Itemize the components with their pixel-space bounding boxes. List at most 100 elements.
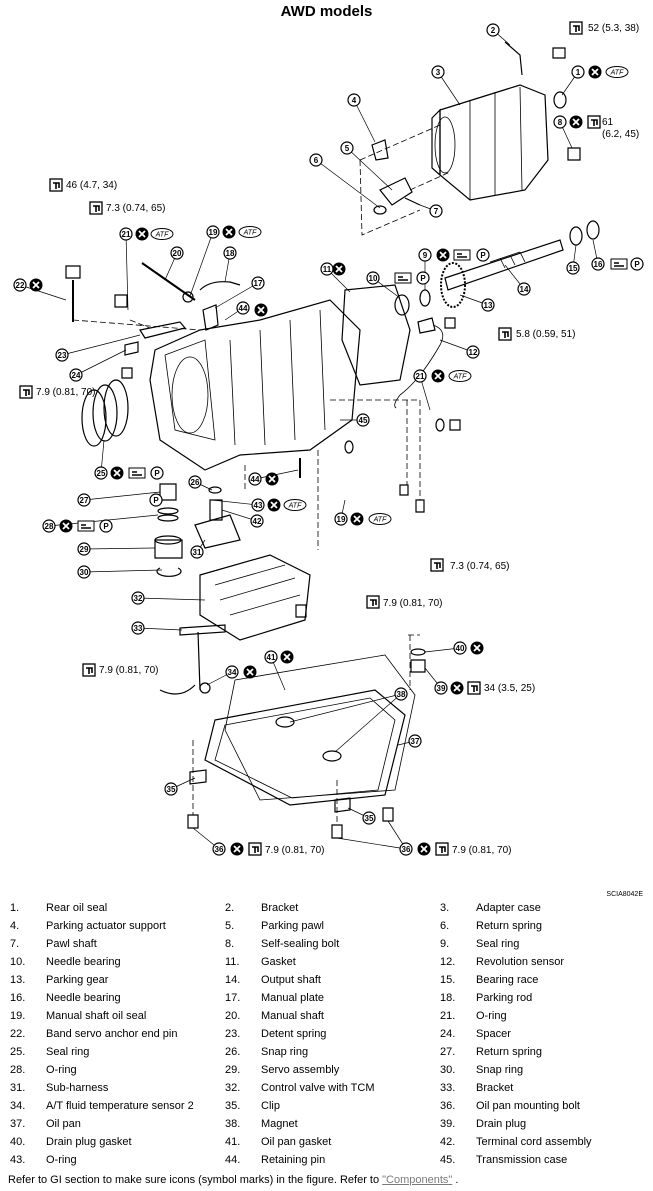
callout-number: 25 (97, 469, 106, 478)
callout-circle (188, 475, 202, 489)
components-link[interactable]: "Components" (382, 1174, 453, 1186)
leader-line (334, 693, 402, 753)
atf-icon-label: ATF (373, 517, 387, 524)
legend-item-name: Parking rod (476, 992, 533, 1004)
callout-number: 5 (345, 144, 350, 153)
torque-icon-wrench (252, 846, 259, 853)
footer-end: . (452, 1174, 459, 1186)
callout-number: 21 (416, 372, 425, 381)
legend-item-name: Drain plug (476, 1118, 527, 1130)
callout-number: 33 (134, 624, 143, 633)
callout-circle (434, 681, 448, 695)
bearing-direction-icon-mark (398, 276, 408, 281)
legend-item-number: 4. (10, 920, 20, 932)
callout-circle (429, 204, 443, 218)
legend-item-number: 13. (10, 974, 26, 986)
bolt-73-lower-b (415, 499, 425, 513)
callout-circle (251, 498, 265, 512)
legend-item-number: 22. (10, 1028, 26, 1040)
callout-circle (55, 348, 69, 362)
leader-line (75, 349, 127, 376)
drain-plug-gasket (410, 648, 426, 656)
petroleum-jelly-icon: P (476, 248, 490, 262)
replace-part-icon (588, 65, 602, 79)
callout-number: 14 (520, 285, 529, 294)
legend-item-number: 32. (225, 1082, 241, 1094)
atf-icon-oval (150, 228, 174, 240)
torque-icon (569, 21, 583, 35)
legend-item-name: Detent spring (261, 1028, 327, 1040)
leader-line (211, 499, 259, 506)
needle-bearing-16 (586, 220, 600, 240)
fluid-temperature-sensor-2 (199, 682, 211, 694)
bearing-race (569, 226, 583, 246)
callout-circle (347, 93, 361, 107)
atf-icon: ATF (368, 513, 392, 525)
atf-icon-oval (448, 370, 472, 382)
legend-item-number: 2. (225, 902, 235, 914)
legend-item-name: Needle bearing (46, 992, 121, 1004)
petroleum-jelly-icon-letter: P (634, 260, 640, 269)
legend-item-number: 18. (440, 992, 456, 1004)
bracket (504, 41, 523, 76)
callout-circle (362, 811, 376, 825)
footer-note: Refer to GI section to make sure icons (… (8, 1174, 458, 1186)
legend-item-name: Parking actuator support (46, 920, 166, 932)
callout-circle (399, 842, 413, 856)
torque-icon-wrench (502, 331, 509, 338)
callout-circle (466, 345, 480, 359)
legend-item-number: 10. (10, 956, 26, 968)
callout-circle (309, 153, 323, 167)
torque-spec-label: 7.9 (0.81, 70) (383, 598, 442, 609)
legend-item-number: 45. (440, 1154, 456, 1166)
atf-icon-label: ATF (288, 503, 302, 510)
callout-circle (170, 246, 184, 260)
callout-number: 3 (436, 68, 441, 77)
callout-number: 9 (423, 251, 428, 260)
callout-circle (453, 641, 467, 655)
assembly-guide-left (72, 319, 201, 331)
callout-number: 35 (167, 785, 176, 794)
legend-item-number: 19. (10, 1010, 26, 1022)
torque-icon (435, 842, 449, 856)
petroleum-jelly-icon-letter: P (480, 251, 486, 260)
callout-number: 12 (469, 348, 478, 357)
callout-circle (13, 278, 27, 292)
return-spring-27 (159, 483, 177, 501)
callout-number: 26 (191, 478, 200, 487)
bearing-direction-icon (128, 467, 146, 479)
torque-spec-label: 7.3 (0.74, 65) (450, 561, 509, 572)
callout-number: 24 (72, 371, 81, 380)
legend-item-name: Magnet (261, 1118, 298, 1130)
callout-circle (517, 282, 531, 296)
callout-number: 11 (323, 265, 332, 274)
callout-number: 7 (434, 207, 439, 216)
leader-line (61, 334, 141, 356)
o-ring-21-right (435, 418, 445, 432)
callout-number: 44 (239, 304, 248, 313)
atf-icon: ATF (283, 499, 307, 511)
replace-part-icon (470, 641, 484, 655)
bearing-direction-icon (610, 258, 628, 270)
callout-number: 44 (251, 475, 260, 484)
callout-circle (69, 368, 83, 382)
legend-item-number: 9. (440, 938, 450, 950)
atf-icon-label: ATF (155, 232, 169, 239)
legend-item-name: Bearing race (476, 974, 539, 986)
legend-item-name: Parking gear (46, 974, 109, 986)
replace-part-icon-cross (113, 469, 121, 477)
torque-icon (82, 663, 96, 677)
o-ring-28b (157, 514, 179, 522)
legend-item-name: Sub-harness (46, 1082, 109, 1094)
replace-part-icon-cross (335, 265, 343, 273)
petroleum-jelly-icon-letter: P (153, 496, 159, 505)
replace-part-icon-cross (225, 228, 233, 236)
legend-item-number: 33. (440, 1082, 456, 1094)
callout-number: 22 (16, 281, 25, 290)
leader-line (353, 99, 376, 143)
legend-item-number: 44. (225, 1154, 241, 1166)
legend-item-number: 5. (225, 920, 235, 932)
atf-icon: ATF (448, 370, 472, 382)
legend-item-number: 30. (440, 1064, 456, 1076)
oil-pan (204, 689, 406, 806)
